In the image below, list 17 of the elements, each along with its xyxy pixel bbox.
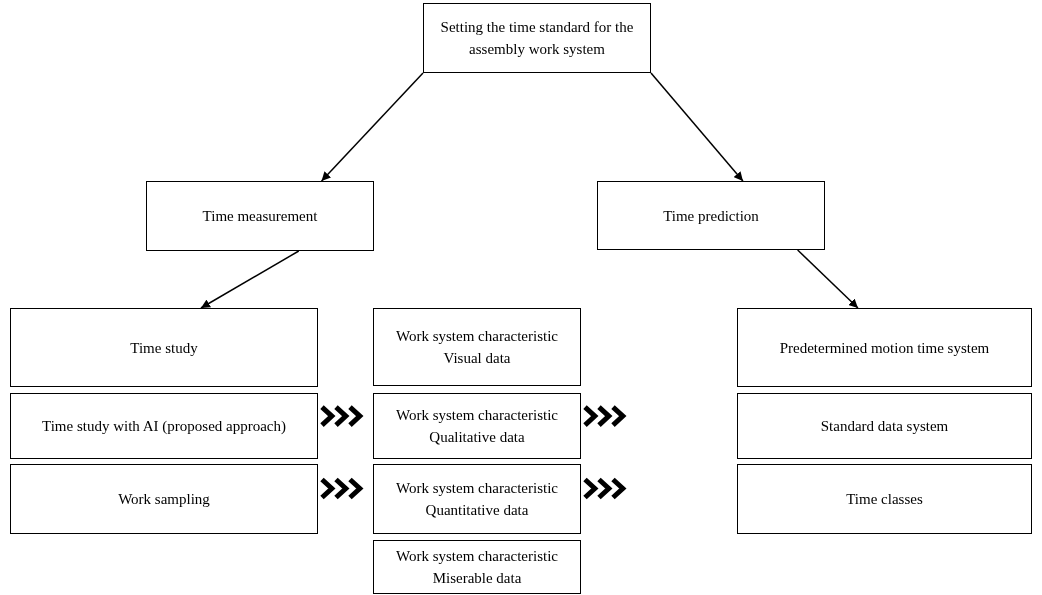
process-box: Work system characteristic Qualitative data [373, 393, 581, 459]
process-box: Work sampling [10, 464, 318, 534]
arrow [796, 249, 859, 309]
process-box: Standard data system [737, 393, 1032, 459]
process-box: Work system characteristic Visual data [373, 308, 581, 386]
arrow [320, 72, 424, 182]
process-box: Work system characteristic Quantitative data [373, 464, 581, 534]
process-box: Time measurement [146, 181, 374, 251]
arrow [200, 250, 300, 309]
process-box: Time classes [737, 464, 1032, 534]
process-box: Work system characteristic Miserable data [373, 540, 581, 594]
process-box: Time prediction [597, 181, 825, 250]
process-box: Time study [10, 308, 318, 387]
process-box: Time study with AI (proposed approach) [10, 393, 318, 459]
process-box: Predetermined motion time system [737, 308, 1032, 387]
arrow [650, 72, 744, 182]
process-box: Setting the time standard for the assembly work system [423, 3, 651, 73]
